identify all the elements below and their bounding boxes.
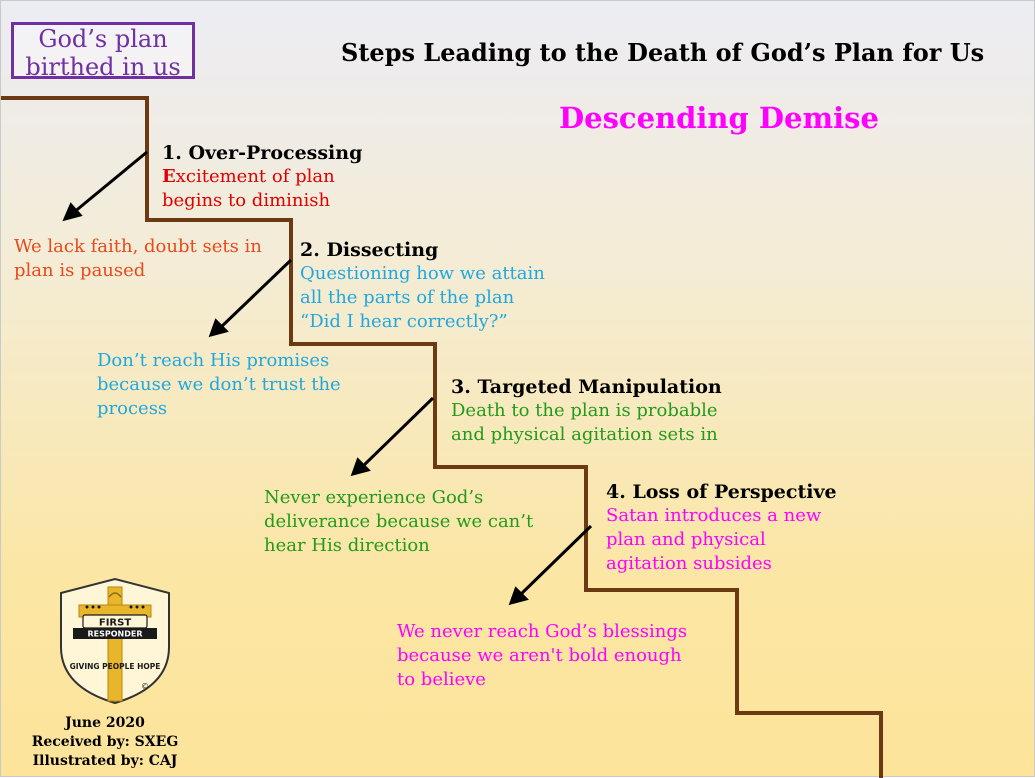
step-3-desc-line2: and physical agitation sets in xyxy=(451,424,718,445)
staircase-line xyxy=(1,96,883,778)
credits-illustrated: Illustrated by: CAJ xyxy=(32,753,178,769)
arrow-head-1 xyxy=(62,202,83,222)
step-4-result-line3: to believe xyxy=(397,669,486,690)
logo-tagline: GIVING PEOPLE HOPE xyxy=(70,662,161,671)
step-2-desc-line1: Questioning how we attain xyxy=(300,263,545,284)
step-3-result-line1: Never experience God’s xyxy=(264,487,484,508)
step-1-result-line2: plan is paused xyxy=(14,260,146,281)
step-1-desc-first-letter: E xyxy=(162,166,176,187)
step-1-desc-rest: xcitement of plan xyxy=(175,166,335,187)
step-2-title: 2. Dissecting xyxy=(300,239,439,261)
plan-box-line2: birthed in us xyxy=(25,53,181,81)
logo-mark: © xyxy=(141,682,149,691)
step-4-result-line2: because we aren't bold enough xyxy=(397,645,682,666)
page-title: Steps Leading to the Death of God’s Plan… xyxy=(341,38,985,67)
arrow-step-2 xyxy=(217,258,293,331)
arrow-step-1 xyxy=(72,150,148,215)
step-3-result: Never experience God’s deliverance becau… xyxy=(264,486,533,558)
arrow-head-2 xyxy=(208,318,229,338)
arrow-step-3 xyxy=(359,396,435,470)
step-4-result-line1: We never reach God’s blessings xyxy=(397,621,688,642)
logo-word1: FIRST xyxy=(99,618,131,629)
step-4-desc-line2: plan and physical xyxy=(606,529,766,550)
step-1-result: We lack faith, doubt sets in plan is pau… xyxy=(14,235,262,283)
step-2-desc-line2: all the parts of the plan xyxy=(300,287,515,308)
step-3-desc-line1: Death to the plan is probable xyxy=(451,400,718,421)
step-3-result-line2: deliverance because we can’t xyxy=(264,511,534,532)
step-4-title: 4. Loss of Perspective xyxy=(606,481,837,503)
credits-block: June 2020 Received by: SXEG Illustrated … xyxy=(15,714,195,771)
arrow-step-4 xyxy=(517,524,593,598)
step-4-result: We never reach God’s blessings because w… xyxy=(397,620,687,692)
credits-date: June 2020 xyxy=(65,715,145,731)
step-1-result-line1: We lack faith, doubt sets in xyxy=(14,236,262,257)
step-2-desc-line3: “Did I hear correctly?” xyxy=(300,311,508,332)
step-4-desc-line3: agitation subsides xyxy=(606,553,772,574)
step-2-result-line2: because we don’t trust the xyxy=(97,374,341,395)
step-3-result-line3: hear His direction xyxy=(264,535,430,556)
page-subtitle: Descending Demise xyxy=(559,101,879,135)
arrow-head-4 xyxy=(508,586,529,606)
plan-box-line1: God’s plan xyxy=(38,25,168,53)
step-2-result: Don’t reach His promises because we don’… xyxy=(97,349,341,421)
step-2-block: 2. Dissecting Questioning how we attain … xyxy=(300,238,545,334)
step-1-title: 1. Over-Processing xyxy=(162,142,363,164)
arrow-head-3 xyxy=(350,457,371,477)
first-responder-logo: FIRST RESPONDER GIVING PEOPLE HOPE © xyxy=(60,577,170,705)
step-3-title: 3. Targeted Manipulation xyxy=(451,376,722,398)
step-4-block: 4. Loss of Perspective Satan introduces … xyxy=(606,480,837,576)
step-1-desc-line2: begins to diminish xyxy=(162,190,331,211)
credits-received: Received by: SXEG xyxy=(31,734,179,750)
step-2-result-line3: process xyxy=(97,398,168,419)
logo-word2: RESPONDER xyxy=(87,630,142,639)
step-3-block: 3. Targeted Manipulation Death to the pl… xyxy=(451,375,722,447)
step-4-desc-line1: Satan introduces a new xyxy=(606,505,822,526)
step-1-block: 1. Over-Processing Excitement of plan be… xyxy=(162,141,362,213)
plan-birthed-box: God’s plan birthed in us xyxy=(11,22,195,81)
step-1-desc-line1: Excitement of plan xyxy=(162,165,362,189)
step-2-result-line1: Don’t reach His promises xyxy=(97,350,330,371)
